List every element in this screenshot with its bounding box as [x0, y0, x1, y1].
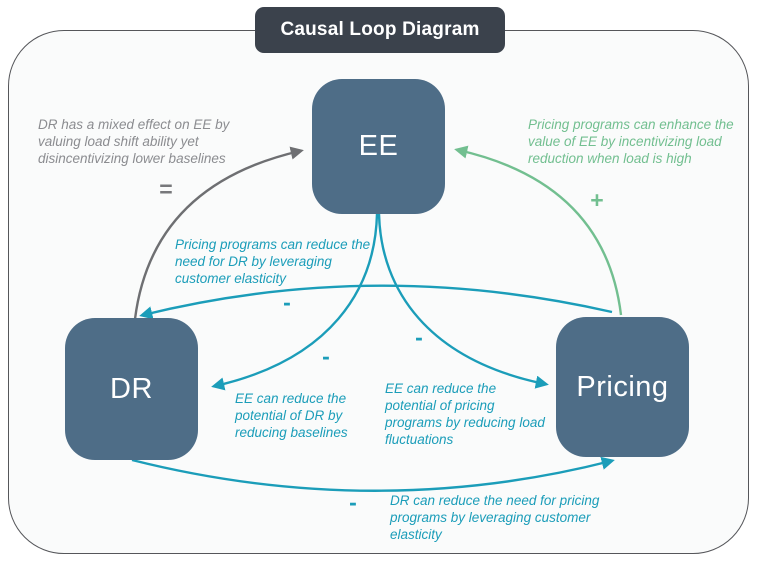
arrow-dr-to-pricing — [131, 456, 615, 492]
edge-note-ee-to-dr: EE can reduce the potential of DR by red… — [235, 391, 348, 440]
diagram-title: Causal Loop Diagram — [280, 19, 480, 40]
edge-note-pricing-to-ee: Pricing programs can enhance the value o… — [528, 117, 734, 166]
edge-note-dr-to-ee: DR has a mixed effect on EE by valuing l… — [38, 117, 230, 166]
edge-sign-pricing-to-ee: + — [590, 187, 604, 213]
edge-sign-dr-to-ee: = — [159, 176, 173, 202]
node-ee-label: EE — [358, 130, 399, 162]
edge-sign-ee-to-pricing: - — [415, 324, 423, 350]
edge-note-dr-to-pricing: DR can reduce the need for pricing progr… — [390, 493, 600, 542]
node-pricing: Pricing — [556, 317, 689, 457]
node-pricing-label: Pricing — [576, 370, 669, 403]
edge-note-pricing-to-dr: Pricing programs can reduce the need for… — [175, 237, 371, 286]
node-dr: DR — [65, 318, 198, 460]
arrow-dr-to-ee — [133, 146, 304, 320]
arrow-ee-to-pricing — [377, 213, 549, 389]
arrow-pricing-to-ee — [454, 145, 623, 316]
edge-sign-pricing-to-dr: - — [283, 289, 291, 315]
node-dr-label: DR — [110, 372, 153, 405]
edge-note-ee-to-pricing: EE can reduce the potential of pricing p… — [385, 381, 545, 447]
edge-sign-ee-to-dr: - — [322, 343, 330, 369]
diagram-title-box: Causal Loop Diagram — [255, 7, 505, 53]
arrow-ee-to-dr — [211, 213, 379, 391]
arrow-pricing-to-dr — [139, 284, 613, 320]
edge-sign-dr-to-pricing: - — [349, 489, 357, 515]
node-ee: EE — [312, 79, 445, 214]
